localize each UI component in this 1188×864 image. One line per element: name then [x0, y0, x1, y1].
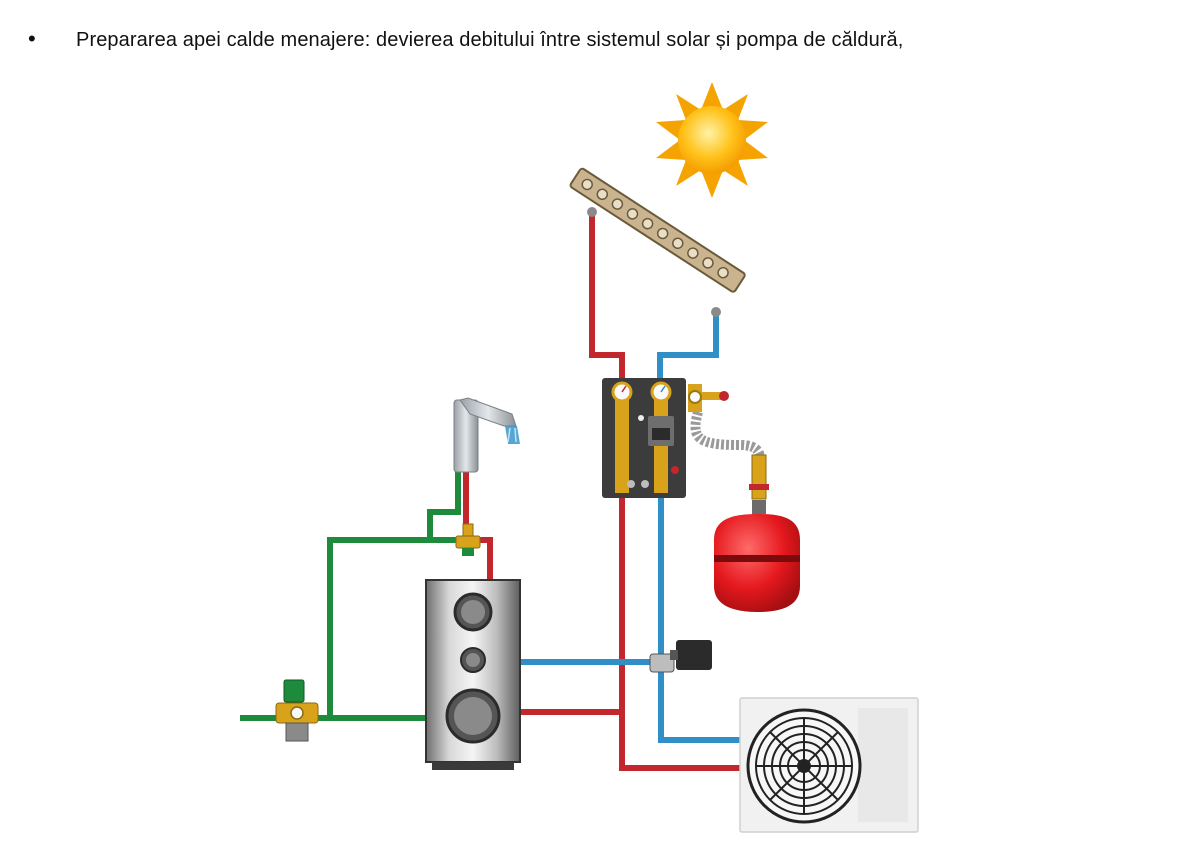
faucet-icon [453, 397, 520, 473]
collector-hot-port [587, 207, 597, 217]
cold-return-pipe [658, 495, 740, 743]
caption-line: • Prepararea apei calde menajere: devier… [28, 26, 903, 52]
hot-heatpump-pipe [619, 712, 740, 771]
heat-pump-outdoor-unit-icon [739, 697, 919, 833]
storage-tank-icon [425, 579, 521, 770]
mixing-valve-icon [455, 523, 481, 556]
faucet-cold-pipe [427, 470, 461, 540]
hot-supply-pipe [520, 495, 625, 715]
solar-collector-icon [569, 167, 746, 293]
solar-hot-pipe [589, 214, 625, 382]
expansion-vessel-icon [714, 454, 800, 612]
caption-text: Prepararea apei calde menajere: devierea… [76, 29, 904, 51]
diverter-valve-icon [649, 640, 712, 673]
expansion-flex-hose [690, 410, 765, 461]
bullet-icon: • [28, 26, 36, 51]
pipes [240, 214, 765, 771]
solar-cold-pipe [657, 314, 719, 382]
solar-pump-station-icon [602, 378, 729, 498]
collector-cold-port [711, 307, 721, 317]
sun-icon [656, 82, 768, 198]
cold-riser-pipe [327, 537, 462, 718]
pressure-reducer-icon [275, 679, 319, 742]
